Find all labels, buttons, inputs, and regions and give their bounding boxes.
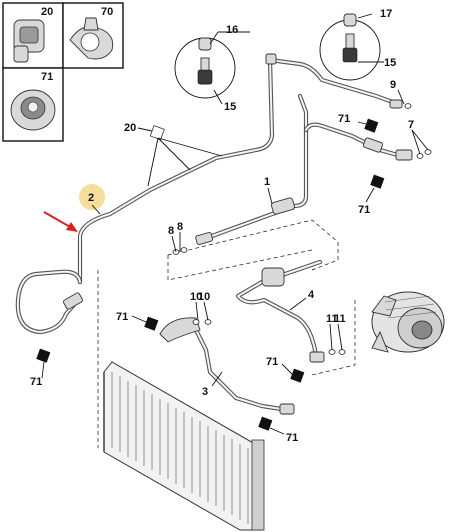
square-marker-icon [144,316,159,331]
bracket-icon [159,317,201,343]
callout-71-right: 71 [358,204,370,216]
callout-71-bracket: 71 [116,311,128,323]
fittings [62,53,413,415]
callout-71-bottom: 71 [286,432,298,444]
valve-detail-left: 16 15 [174,24,250,113]
callout-10-a: 10 [190,291,202,303]
clip-70-icon [69,17,114,60]
callout-17: 17 [380,8,392,20]
callout-10-b: 10 [198,291,210,303]
callout-8-a: 8 [168,225,174,237]
hose-group-dashed-box [97,219,356,448]
hose-lines [15,57,411,413]
callout-8-b: 8 [177,221,183,233]
callout-1: 1 [264,176,270,188]
callout-4: 4 [308,289,315,301]
callout-9: 9 [390,79,396,91]
compressor [371,291,445,353]
tag-20-icon [149,125,165,141]
highlight-circle-icon [79,184,105,210]
square-marker-icon [364,118,379,133]
valve-cap-icon [198,37,212,51]
red-arrow-icon [43,211,78,232]
square-marker-icon [36,348,51,363]
callout-16: 16 [226,24,238,36]
leader-lines [41,89,429,435]
callout-labels: 1 2 3 4 7 8 8 9 10 10 11 11 20 71 71 71 … [30,79,414,444]
callout-20-inset: 20 [41,6,53,18]
callout-71-hose4: 71 [266,356,278,368]
callout-2: 2 [88,192,94,204]
clip-20-icon [13,19,45,63]
markers-71 [36,118,385,431]
valve-detail-right: 17 15 [319,8,396,81]
callout-15-right: 15 [384,57,396,69]
callout-3: 3 [202,386,208,398]
callout-11-a: 11 [326,313,338,325]
callout-70: 70 [101,6,113,18]
valve-cap-icon [343,13,357,27]
callout-71-left: 71 [30,376,42,388]
callout-15-left: 15 [224,101,236,113]
callout-71-top: 71 [338,113,350,125]
inset-panels: 20 70 71 [2,2,124,142]
square-marker-icon [370,174,385,189]
grommet-71-icon [10,89,56,131]
condenser-fins [111,372,249,524]
square-marker-icon [290,368,305,383]
callout-20: 20 [124,122,136,134]
square-marker-icon [258,416,273,431]
o-rings [172,103,432,355]
callout-11-b: 11 [334,313,346,325]
callout-71-inset: 71 [41,71,53,83]
condenser [103,361,265,531]
callout-7: 7 [408,119,414,131]
